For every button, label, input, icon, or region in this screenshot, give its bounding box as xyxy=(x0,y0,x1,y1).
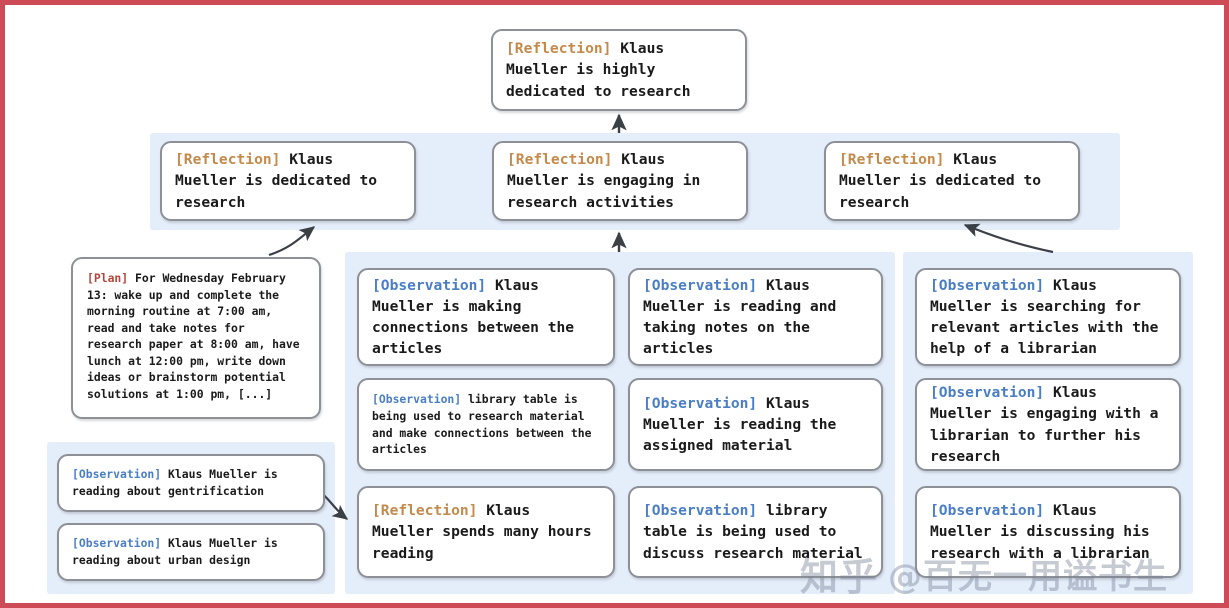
mid-right-text-3: [Observation] library table is being use… xyxy=(643,500,868,563)
observation-tag: [Observation] xyxy=(72,467,162,482)
reflection-tag: [Reflection] xyxy=(372,502,478,520)
right-box-3[interactable]: [Observation] Klaus Mueller is discussin… xyxy=(915,486,1181,578)
reflection-tag: [Reflection] xyxy=(506,40,612,58)
plan-tag: [Plan] xyxy=(87,271,129,285)
observation-body: Klaus Mueller is searching for relevant … xyxy=(930,276,1168,358)
observation-tag: [Observation] xyxy=(643,502,758,520)
observation-tag: [Observation] xyxy=(372,276,487,294)
arrow-plan-to-left-reflection xyxy=(268,226,316,257)
mid-right-box-3[interactable]: [Observation] library table is being use… xyxy=(628,486,883,578)
observation-body: library table is being used to research … xyxy=(372,392,599,457)
mid-right-box-1[interactable]: [Observation] Klaus Mueller is reading a… xyxy=(628,268,883,366)
reflection-body: Klaus Mueller is dedicated to research xyxy=(839,151,1050,211)
reflection-body: Klaus Mueller is dedicated to research xyxy=(175,151,386,211)
left-observation-box-2[interactable]: [Observation] Klaus Mueller is reading a… xyxy=(57,523,325,581)
mid-right-box-2[interactable]: [Observation] Klaus Mueller is reading t… xyxy=(628,378,883,471)
reflection-box-2[interactable]: [Reflection] Klaus Mueller is engaging i… xyxy=(492,141,748,221)
reflection-box-3[interactable]: [Reflection] Klaus Mueller is dedicated … xyxy=(824,141,1080,221)
reflection-tag: [Reflection] xyxy=(507,151,613,169)
plan-text: [Plan] For Wednesday February 13: wake u… xyxy=(87,270,305,402)
right-box-2[interactable]: [Observation] Klaus Mueller is engaging … xyxy=(915,378,1181,471)
observation-body: Klaus Mueller is engaging with a librari… xyxy=(930,384,1168,465)
observation-body: Klaus Mueller is reading and taking note… xyxy=(643,276,846,358)
observation-body: Klaus Mueller is discussing his research… xyxy=(930,502,1159,562)
top-reflection-box[interactable]: [Reflection] Klaus Mueller is highly ded… xyxy=(491,29,747,111)
right-box-1[interactable]: [Observation] Klaus Mueller is searching… xyxy=(915,268,1181,366)
observation-tag: [Observation] xyxy=(930,276,1045,294)
mid-right-text-2: [Observation] Klaus Mueller is reading t… xyxy=(643,393,868,456)
mid-left-box-2[interactable]: [Observation] library table is being use… xyxy=(357,378,615,471)
reflection-tag: [Reflection] xyxy=(839,151,945,169)
right-text-3: [Observation] Klaus Mueller is discussin… xyxy=(930,500,1166,563)
top-reflection-text: [Reflection] Klaus Mueller is highly ded… xyxy=(506,38,732,101)
observation-tag: [Observation] xyxy=(643,276,758,294)
reflection-box-1[interactable]: [Reflection] Klaus Mueller is dedicated … xyxy=(160,141,416,221)
plan-box[interactable]: [Plan] For Wednesday February 13: wake u… xyxy=(71,257,321,419)
left-observation-text-2: [Observation] Klaus Mueller is reading a… xyxy=(72,535,310,568)
left-observation-text-1: [Observation] Klaus Mueller is reading a… xyxy=(72,466,310,499)
reflection-body: Klaus Mueller spends many hours reading xyxy=(372,502,601,562)
mid-left-box-1[interactable]: [Observation] Klaus Mueller is making co… xyxy=(357,268,615,366)
observation-tag: [Observation] xyxy=(372,392,462,407)
observation-tag: [Observation] xyxy=(72,536,162,551)
right-text-1: [Observation] Klaus Mueller is searching… xyxy=(930,275,1166,360)
mid-left-text-1: [Observation] Klaus Mueller is making co… xyxy=(372,275,600,360)
observation-body: Klaus Mueller is reading about urban des… xyxy=(72,536,285,567)
observation-tag: [Observation] xyxy=(643,394,758,412)
observation-body: library table is being used to discuss r… xyxy=(643,502,863,562)
reflection-text-2: [Reflection] Klaus Mueller is engaging i… xyxy=(507,149,733,212)
right-text-2: [Observation] Klaus Mueller is engaging … xyxy=(930,382,1166,467)
left-observation-box-1[interactable]: [Observation] Klaus Mueller is reading a… xyxy=(57,454,325,512)
observation-tag: [Observation] xyxy=(930,502,1045,520)
reflection-body: Klaus Mueller is highly dedicated to res… xyxy=(506,40,691,100)
mid-left-text-2: [Observation] library table is being use… xyxy=(372,391,600,457)
observation-body: Klaus Mueller is reading the assigned ma… xyxy=(643,394,846,455)
reflection-text-3: [Reflection] Klaus Mueller is dedicated … xyxy=(839,149,1065,212)
reflection-body: Klaus Mueller is engaging in research ac… xyxy=(507,151,710,211)
observation-body: Klaus Mueller is reading about gentrific… xyxy=(72,467,285,498)
observation-body: Klaus Mueller is making connections betw… xyxy=(372,276,583,358)
reflection-tag: [Reflection] xyxy=(175,151,281,169)
mid-left-box-3[interactable]: [Reflection] Klaus Mueller spends many h… xyxy=(357,486,615,578)
plan-body: For Wednesday February 13: wake up and c… xyxy=(87,271,307,401)
mid-right-text-1: [Observation] Klaus Mueller is reading a… xyxy=(643,275,868,360)
mid-left-text-3: [Reflection] Klaus Mueller spends many h… xyxy=(372,500,600,563)
observation-tag: [Observation] xyxy=(930,384,1045,402)
reflection-text-1: [Reflection] Klaus Mueller is dedicated … xyxy=(175,149,401,212)
